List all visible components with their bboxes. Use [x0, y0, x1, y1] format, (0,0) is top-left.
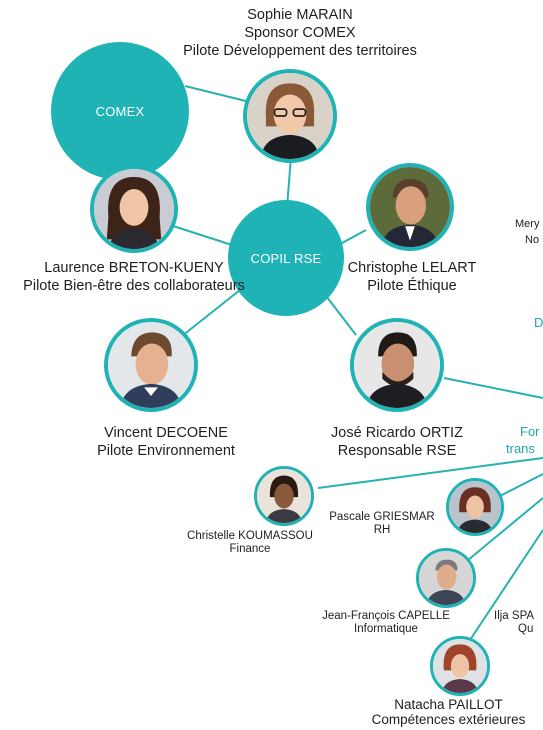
person-photo-icon: [247, 73, 333, 159]
person-photo-icon: [433, 639, 487, 693]
griesmar-role: RH: [373, 524, 391, 536]
edge-text-trans: trans: [506, 441, 535, 456]
edge-text-for: For: [520, 424, 540, 439]
person-photo-icon: [419, 551, 473, 605]
link-comex-marain: [184, 85, 251, 103]
decoene-role: Pilote Environnement: [97, 443, 235, 459]
avatar-ortiz: [350, 318, 444, 412]
avatar-lelart: [366, 163, 454, 251]
capelle-role: Informatique: [354, 623, 418, 635]
link-breton-copil: [169, 224, 233, 246]
avatar-capelle: [416, 548, 476, 608]
capelle-name: Jean-François CAPELLE: [322, 610, 450, 622]
griesmar-name: Pascale GRIESMAR: [329, 511, 435, 523]
avatar-koumassou: [254, 466, 314, 526]
copil-rse-hub: COPIL RSE: [228, 200, 344, 316]
link-ortiz-right: [443, 377, 543, 399]
avatar-marain: [243, 69, 337, 163]
link-griesmar-right: [499, 473, 543, 497]
edge-text-no: No: [525, 234, 540, 246]
person-photo-icon: [257, 469, 311, 523]
person-photo-icon: [370, 167, 450, 247]
link-capelle-right: [455, 497, 543, 571]
koumassou-caption: Christelle KOUMASSOU Finance: [160, 530, 340, 556]
marain-name: Sophie MARAIN: [247, 7, 353, 23]
person-photo-icon: [94, 169, 174, 249]
koumassou-name: Christelle KOUMASSOU: [187, 530, 313, 542]
avatar-paillot: [430, 636, 490, 696]
ortiz-role: Responsable RSE: [337, 443, 457, 459]
paillot-name: Natacha PAILLOT: [394, 697, 503, 712]
paillot-role: Compétences extérieures: [371, 712, 526, 727]
link-decoene-copil: [181, 289, 241, 337]
copil-rse-label: COPIL RSE: [250, 250, 322, 266]
decoene-caption: Vincent DECOENE Pilote Environnement: [76, 424, 256, 460]
breton-name: Laurence BRETON-KUENY: [44, 260, 224, 276]
edge-text-mery: Mery: [515, 218, 540, 230]
avatar-decoene: [104, 318, 198, 412]
decoene-name: Vincent DECOENE: [104, 425, 228, 441]
lelart-role: Pilote Éthique: [367, 278, 457, 294]
spa-caption: Ilja SPA Qu: [494, 610, 543, 636]
person-photo-icon: [354, 322, 440, 408]
koumassou-role: Finance: [229, 543, 271, 555]
lelart-name: Christophe LELART: [347, 260, 477, 276]
edge-text-d: D: [534, 315, 543, 330]
ortiz-caption: José Ricardo ORTIZ Responsable RSE: [320, 424, 474, 460]
lelart-caption: Christophe LELART Pilote Éthique: [342, 259, 482, 295]
comex-label: COMEX: [95, 103, 145, 119]
avatar-griesmar: [446, 478, 504, 536]
breton-caption: Laurence BRETON-KUENY Pilote Bien-être d…: [0, 259, 268, 295]
person-photo-icon: [449, 481, 501, 533]
spa-name: Ilja SPA: [494, 610, 535, 622]
comex-hub: COMEX: [51, 42, 189, 180]
person-photo-icon: [108, 322, 194, 408]
avatar-breton: [90, 165, 178, 253]
capelle-caption: Jean-François CAPELLE Informatique: [296, 610, 476, 636]
link-koumassou-right: [317, 457, 543, 489]
griesmar-caption: Pascale GRIESMAR RH: [322, 511, 442, 537]
breton-role: Pilote Bien-être des collaborateurs: [23, 278, 245, 294]
link-paillot-right: [469, 529, 543, 641]
marain-role2: Pilote Développement des territoires: [183, 43, 417, 59]
paillot-caption: Natacha PAILLOT Compétences extérieures: [354, 697, 543, 727]
spa-role: Qu: [518, 623, 534, 635]
link-marain-copil: [286, 155, 292, 209]
marain-role: Sponsor COMEX: [244, 25, 356, 41]
marain-caption: Sophie MARAIN Sponsor COMEX Pilote Dével…: [160, 6, 440, 60]
ortiz-name: José Ricardo ORTIZ: [331, 425, 463, 441]
